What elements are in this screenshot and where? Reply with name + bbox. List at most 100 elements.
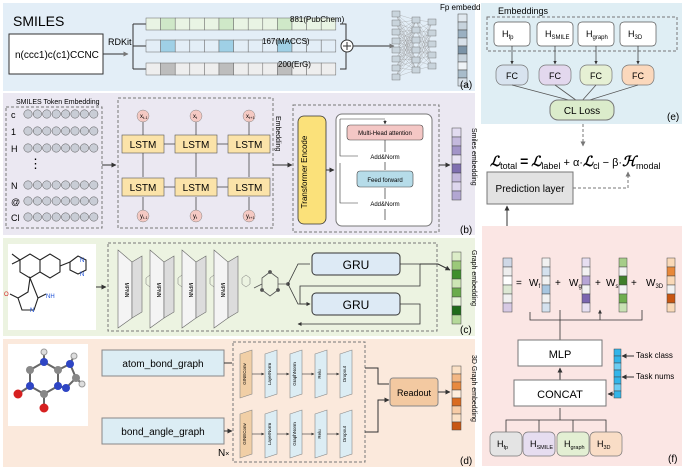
x-node-sub: t-1	[143, 115, 148, 120]
token-bit	[32, 212, 42, 222]
token-bit	[32, 109, 42, 119]
layer-shape	[339, 409, 353, 459]
nn-node	[427, 51, 437, 59]
fused-emb-cell	[502, 257, 513, 268]
fp-bit	[204, 17, 220, 31]
y-node-sub: t+1	[249, 215, 255, 220]
h-to-concat-lines	[505, 408, 607, 432]
formula-eq: =	[520, 153, 528, 169]
nn-edge	[395, 29, 417, 60]
svg-text:N: N	[80, 272, 84, 278]
to-graph-embedding-arrow	[420, 263, 451, 271]
fp-bit	[262, 17, 278, 31]
prediction-layer-box	[486, 171, 574, 205]
token-bit	[79, 196, 89, 206]
fp-bit	[262, 62, 278, 76]
x-node-sub: t+1	[249, 115, 255, 120]
fp-bit	[233, 17, 249, 31]
d3-emb-cell	[451, 397, 462, 407]
fp-emb-cell	[457, 61, 468, 71]
nn-edge	[415, 29, 433, 56]
nn-edge	[415, 32, 433, 71]
fp-bit	[320, 17, 337, 31]
formula-term1-sub: label	[541, 161, 560, 171]
token-bit	[79, 180, 89, 190]
fp-bit	[160, 62, 176, 76]
h-box-sub: fp	[504, 445, 509, 451]
fp-emb-cell	[457, 13, 468, 23]
lstm-label: LSTM	[183, 140, 210, 151]
panel-a-tag: (a)	[460, 80, 472, 91]
weighted-sum: =Wf+Wg+Ws+W3D	[502, 257, 676, 313]
graph-emb-cell	[451, 296, 462, 307]
lstm-label: LSTM	[130, 140, 157, 151]
total-loss-formula: ℒtotal=ℒlabel + α·ℒcl − β·ℋmodal	[490, 153, 660, 171]
nn-edge	[415, 39, 433, 67]
mpnn-graph-glyph	[241, 274, 251, 288]
fingerprint-bars	[145, 17, 337, 76]
repeat-n: N	[218, 448, 225, 459]
mpnn-label: MPNN	[187, 283, 193, 298]
token-bit	[79, 109, 89, 119]
mpnn-side	[227, 255, 239, 319]
y-node	[136, 209, 150, 223]
fp-bit	[174, 39, 191, 53]
task-vec-cell	[613, 376, 622, 385]
fp-bit	[218, 17, 234, 31]
formula-term3-sub: modal	[636, 161, 661, 171]
graph-emb-cell	[451, 269, 462, 280]
token-bit	[61, 109, 71, 119]
token-bit	[23, 212, 33, 222]
weighted-emb-cell	[581, 284, 591, 295]
token-bit	[79, 212, 89, 222]
token-bit	[23, 196, 33, 206]
weighted-emb-cell	[541, 293, 551, 304]
nn-edge	[395, 22, 417, 51]
h-box-sub: graph	[571, 445, 585, 451]
weighted-emb-cell	[618, 302, 628, 313]
fp-emb-cell	[457, 21, 468, 31]
nn-node	[427, 62, 437, 70]
d3-emb-cell	[451, 421, 462, 431]
d3-emb-cell	[451, 389, 462, 399]
weighted-emb-cell	[618, 293, 628, 304]
y-node-label: yt+1	[246, 214, 255, 220]
mpnn-label: MPNN	[123, 283, 129, 298]
y-node-label: yt	[193, 214, 198, 220]
fp-bit	[233, 39, 249, 53]
repeat-label: N×	[218, 448, 229, 459]
token-bit	[61, 143, 71, 153]
fp-bit	[174, 17, 191, 31]
token-bit	[23, 126, 33, 136]
h-box	[522, 431, 556, 457]
prediction-to-formula-dash	[573, 171, 631, 189]
layer-label: Relu	[317, 369, 322, 379]
nn-edge	[395, 31, 417, 61]
formula-lhs-sub: total	[500, 161, 517, 171]
sum-plus: +	[555, 278, 561, 289]
layer-label: GraphNorm	[292, 362, 297, 386]
graph-emb-cell	[451, 260, 462, 271]
gru-label-1: GRU	[343, 258, 370, 272]
token-label: H	[11, 144, 18, 154]
task-vec-cell	[613, 390, 622, 399]
layer-label: Dropout	[342, 425, 347, 442]
x-node-sub: t	[196, 115, 198, 120]
weighted-emb-cell	[618, 257, 628, 268]
sum-plus: +	[631, 278, 637, 289]
embedding-node	[619, 21, 657, 47]
panel-d-tag: (d)	[460, 456, 472, 467]
mpnn-side	[195, 255, 207, 319]
mlp-box	[517, 339, 603, 367]
weighted-emb-cell	[618, 284, 628, 295]
token-ellipsis: ⋮	[29, 156, 42, 171]
fp-bit	[247, 39, 264, 53]
nn-edge	[415, 21, 433, 61]
embedding-node-sub: fp	[509, 35, 515, 41]
token-bit	[89, 126, 99, 136]
formula-term2: ℒ	[583, 153, 594, 169]
layer-label: Relu	[317, 429, 322, 439]
